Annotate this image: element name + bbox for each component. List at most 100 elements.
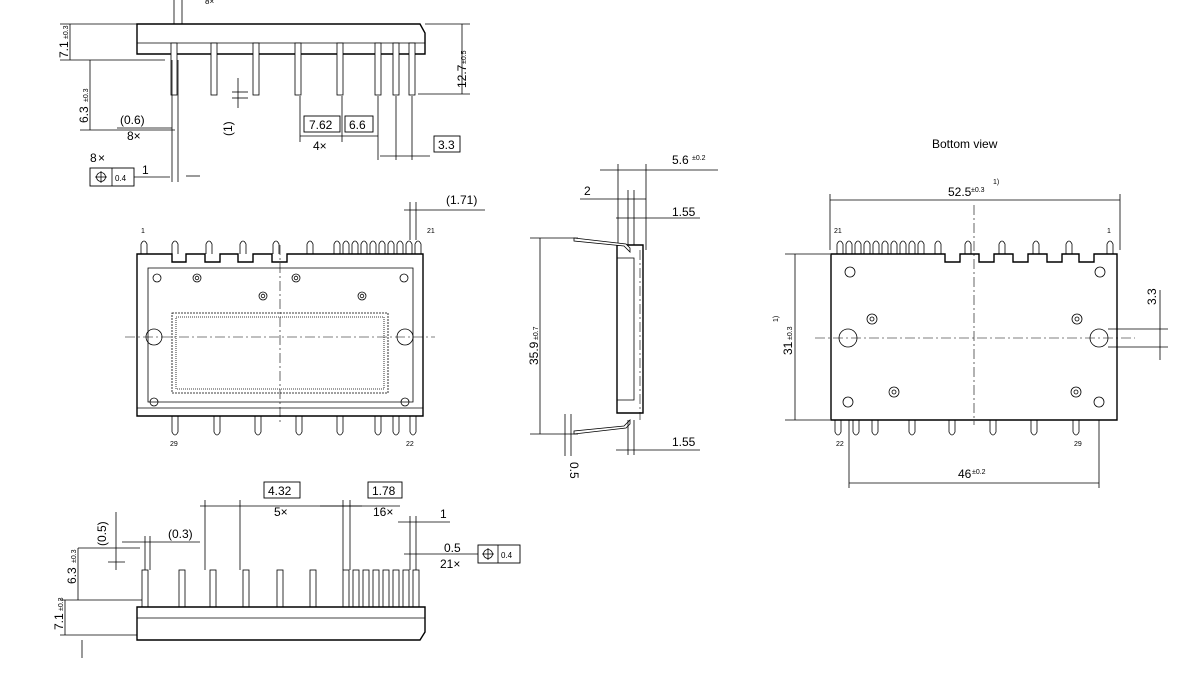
svg-text:2: 2 (584, 184, 591, 198)
svg-text:12.7: 12.7 (455, 64, 469, 88)
pin-lead (845, 240, 853, 254)
pin-lead (917, 240, 925, 254)
pin-lead (998, 240, 1006, 254)
svg-text:×: × (98, 151, 105, 165)
svg-text:(0.5): (0.5) (95, 521, 109, 546)
pin-lead (834, 420, 842, 436)
pin-lead (836, 240, 844, 254)
pin-lead (374, 416, 382, 436)
svg-text:(1): (1) (221, 121, 235, 136)
svg-text:0.5: 0.5 (567, 462, 581, 479)
svg-text:±0.3: ±0.3 (71, 549, 78, 563)
svg-text:1: 1 (142, 163, 149, 177)
svg-text:±0.2: ±0.2 (692, 155, 706, 162)
svg-text:5×: 5× (274, 505, 288, 519)
svg-text:±0.3: ±0.3 (58, 597, 65, 611)
pin-lead (387, 240, 395, 254)
svg-text:4×: 4× (313, 139, 327, 153)
svg-text:4.32: 4.32 (268, 484, 292, 498)
pin-lead (989, 420, 997, 436)
pin-lead (333, 240, 341, 254)
svg-text:±0.2: ±0.2 (972, 469, 986, 476)
svg-text:±0.3: ±0.3 (83, 88, 90, 102)
svg-text:7.1: 7.1 (52, 613, 66, 630)
pin-lead (360, 240, 368, 254)
pin-lead (392, 416, 400, 436)
pin-lead (239, 240, 247, 254)
pin-lead (414, 240, 422, 254)
pin-count-label: 8× (205, 0, 214, 6)
svg-text:1: 1 (141, 228, 145, 235)
pin-lead (908, 240, 916, 254)
pin-lead (890, 240, 898, 254)
pin-lead (254, 416, 262, 436)
svg-text:±0.5: ±0.5 (461, 50, 468, 64)
svg-text:31: 31 (781, 341, 795, 355)
pin (412, 569, 420, 608)
svg-text:6.6: 6.6 (349, 118, 366, 132)
pin-lead (171, 416, 179, 436)
pin-lead (409, 416, 417, 436)
svg-text:46: 46 (958, 467, 972, 481)
pin-lead (336, 416, 344, 436)
svg-text:±0.3: ±0.3 (63, 25, 70, 39)
pin-lead (171, 240, 179, 254)
bottom-view: Bottom view 52.5 ±0.3 1) 21 1 22 29 31 ±… (773, 137, 1168, 488)
svg-text:8×: 8× (127, 129, 141, 143)
pin (408, 42, 416, 96)
pin (242, 569, 250, 608)
svg-text:(0.3): (0.3) (168, 527, 193, 541)
pin (209, 569, 217, 608)
pin-lead (1065, 240, 1073, 254)
svg-text:16×: 16× (373, 505, 393, 519)
pin (170, 42, 178, 96)
pin (392, 42, 400, 96)
svg-text:3.3: 3.3 (1145, 288, 1159, 305)
svg-text:3.3: 3.3 (438, 138, 455, 152)
pin-lead (205, 240, 213, 254)
svg-text:8: 8 (90, 151, 97, 165)
pin (178, 569, 186, 608)
pin-lead (1106, 240, 1114, 254)
pin (336, 42, 344, 96)
svg-text:±0.3: ±0.3 (971, 187, 985, 194)
pin-lead (213, 416, 221, 436)
svg-text:1: 1 (440, 507, 447, 521)
pin (210, 42, 218, 96)
pin-lead (351, 240, 359, 254)
svg-text:1: 1 (1107, 228, 1111, 235)
pin (309, 569, 317, 608)
svg-text:22: 22 (836, 441, 844, 448)
pin-lead (964, 240, 972, 254)
pin-lead (881, 240, 889, 254)
svg-text:29: 29 (170, 441, 178, 448)
pin-lead (272, 240, 280, 254)
pin-lead (854, 240, 862, 254)
svg-text:±0.3: ±0.3 (787, 326, 794, 340)
pin-lead (1072, 420, 1080, 436)
pin (276, 569, 284, 608)
svg-text:35.9: 35.9 (527, 341, 541, 365)
svg-text:1.55: 1.55 (672, 205, 696, 219)
svg-text:21: 21 (834, 228, 842, 235)
pin (372, 569, 380, 608)
pin-lead (140, 240, 148, 254)
pin-lead (342, 240, 350, 254)
svg-text:7.1: 7.1 (57, 41, 71, 58)
pin-lead (369, 240, 377, 254)
bottom-view-title: Bottom view (932, 137, 998, 151)
pin-lead (908, 420, 916, 436)
pin (392, 569, 400, 608)
pin-lead (1032, 240, 1040, 254)
pin-lead (396, 240, 404, 254)
pin-lead (871, 420, 879, 436)
pin (252, 42, 260, 96)
pin (352, 569, 360, 608)
svg-text:1.55: 1.55 (672, 435, 696, 449)
svg-text:±0.7: ±0.7 (533, 326, 540, 340)
svg-text:6.3: 6.3 (77, 106, 91, 123)
pin (294, 42, 302, 96)
pin-lead (378, 240, 386, 254)
pin (342, 569, 350, 608)
